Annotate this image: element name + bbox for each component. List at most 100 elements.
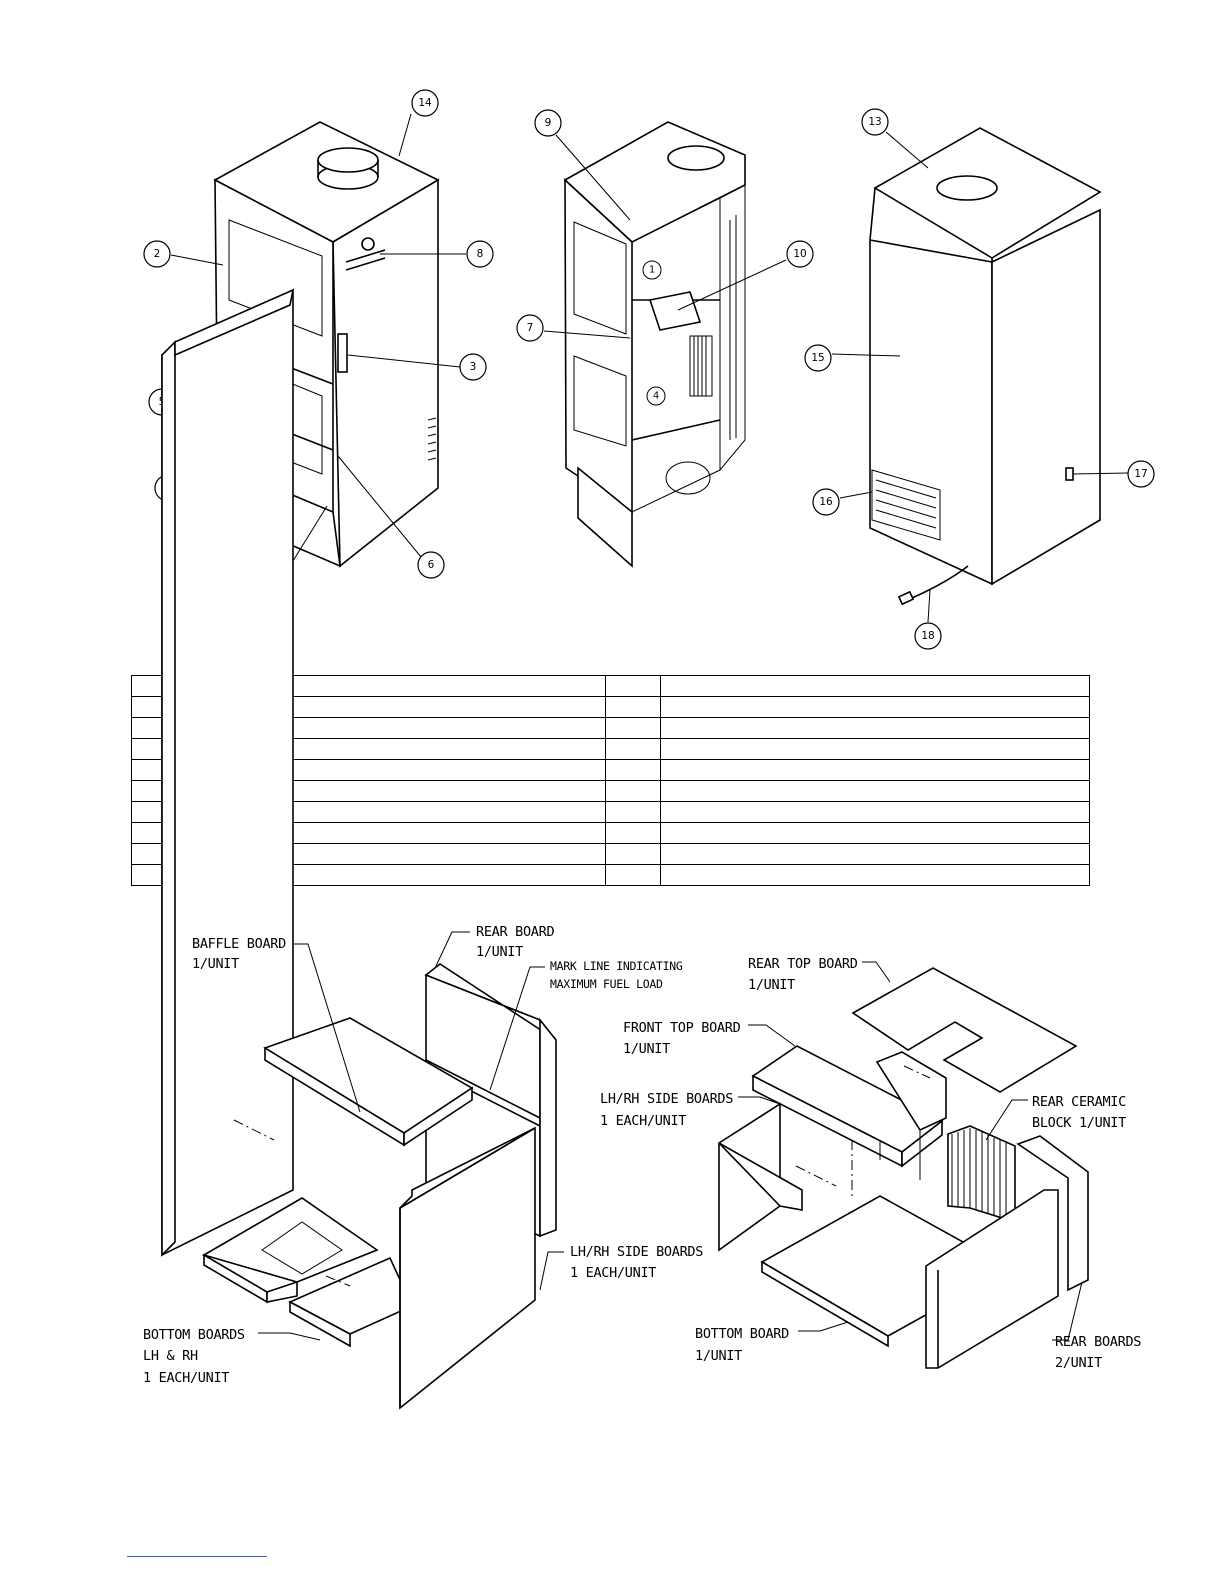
front-top-board-qty: 1/UNIT xyxy=(623,1041,670,1057)
callout-16-label: 16 xyxy=(819,496,833,508)
rear-boards-qty: 2/UNIT xyxy=(1055,1355,1102,1371)
stove-rear-view xyxy=(869,127,1102,606)
left-side-boards-label: LH/RH SIDE BOARDS xyxy=(570,1244,703,1260)
callout-8-label: 8 xyxy=(477,248,484,260)
table-cell xyxy=(167,864,606,886)
callout-8 xyxy=(466,240,494,268)
table-row xyxy=(131,843,1090,865)
table-cell xyxy=(131,759,168,781)
table-row xyxy=(131,780,1090,802)
callout-3-label: 3 xyxy=(470,361,477,373)
table-cell xyxy=(167,738,606,760)
table-cell xyxy=(660,675,1090,697)
table-cell xyxy=(131,675,168,697)
table-row xyxy=(131,738,1090,760)
callout-9 xyxy=(534,109,562,137)
table-cell xyxy=(131,843,168,865)
table-cell xyxy=(167,843,606,865)
stove-front-view xyxy=(213,121,440,568)
table-row xyxy=(131,717,1090,739)
table-cell xyxy=(605,675,661,697)
table-cell xyxy=(660,864,1090,886)
callout-14 xyxy=(411,89,439,117)
table-cell xyxy=(605,738,661,760)
table-cell xyxy=(660,843,1090,865)
table-cell xyxy=(605,759,661,781)
table-cell xyxy=(167,822,606,844)
callout-13-label: 13 xyxy=(868,116,881,128)
table-row xyxy=(131,759,1090,781)
callout-2-label: 2 xyxy=(154,248,161,260)
cutaway-label-1: 1 xyxy=(649,265,655,276)
table-row xyxy=(131,801,1090,823)
table-cell xyxy=(605,696,661,718)
callout-10-label: 10 xyxy=(793,248,806,260)
table-cell xyxy=(660,717,1090,739)
footer-link-underline xyxy=(127,1556,267,1557)
callout-16 xyxy=(812,488,840,516)
table-cell xyxy=(605,822,661,844)
callout-6-label: 6 xyxy=(428,559,435,571)
table-cell xyxy=(131,801,168,823)
bottom-boards-sides: LH & RH xyxy=(143,1348,198,1364)
callout-2 xyxy=(143,240,171,268)
table-cell xyxy=(131,780,168,802)
table-cell xyxy=(605,717,661,739)
rear-board-label: REAR BOARD xyxy=(476,924,554,940)
baffle-board-label: BAFFLE BOARD xyxy=(192,936,286,952)
parts-table xyxy=(131,675,1090,886)
rear-top-board-qty: 1/UNIT xyxy=(748,977,795,993)
rear-boards-label: REAR BOARDS xyxy=(1055,1334,1141,1350)
right-side-boards-qty: 1 EACH/UNIT xyxy=(600,1113,686,1129)
bottom-boards-qty: 1 EACH/UNIT xyxy=(143,1370,229,1386)
callout-7 xyxy=(516,314,544,342)
callout-17-label: 17 xyxy=(1134,468,1147,480)
baffle-board-qty: 1/UNIT xyxy=(192,956,239,972)
rear-board-qty: 1/UNIT xyxy=(476,944,523,960)
callout-18-label: 18 xyxy=(921,630,934,642)
table-cell xyxy=(167,675,606,697)
table-row xyxy=(131,864,1090,886)
bottom-board-label: BOTTOM BOARD xyxy=(695,1326,789,1342)
table-row xyxy=(131,675,1090,697)
table-cell xyxy=(605,864,661,886)
rear-top-board-label: REAR TOP BOARD xyxy=(748,956,858,972)
callout-14-label: 14 xyxy=(418,97,432,109)
callout-13 xyxy=(861,108,889,136)
rear-ceramic-block-qty: BLOCK 1/UNIT xyxy=(1032,1115,1126,1131)
callout-9-label: 9 xyxy=(545,117,552,129)
bottom-board-qty: 1/UNIT xyxy=(695,1348,742,1364)
table-row xyxy=(131,822,1090,844)
table-cell xyxy=(131,864,168,886)
table-cell xyxy=(660,759,1090,781)
stove-assembly-views: 1 4 xyxy=(143,89,1155,650)
front-top-board-label: FRONT TOP BOARD xyxy=(623,1020,741,1036)
table-cell xyxy=(167,696,606,718)
bottom-boards-label: BOTTOM BOARDS xyxy=(143,1327,245,1343)
table-cell xyxy=(660,822,1090,844)
callout-7-label: 7 xyxy=(527,322,534,334)
table-cell xyxy=(605,801,661,823)
table-cell xyxy=(131,717,168,739)
firebox-right-diagram xyxy=(718,961,1089,1369)
table-cell xyxy=(131,738,168,760)
table-cell xyxy=(167,717,606,739)
table-cell xyxy=(167,759,606,781)
table-cell xyxy=(131,696,168,718)
table-cell xyxy=(660,801,1090,823)
callout-6 xyxy=(417,551,445,579)
stove-cutaway-view: 1 4 xyxy=(563,121,746,568)
table-row xyxy=(131,696,1090,718)
left-side-boards-qty: 1 EACH/UNIT xyxy=(570,1265,656,1281)
callout-5-label: 5 xyxy=(159,396,166,408)
callout-11-label: 11 xyxy=(161,482,174,494)
rear-ceramic-block-label: REAR CERAMIC xyxy=(1032,1094,1126,1110)
table-cell xyxy=(660,780,1090,802)
callout-18 xyxy=(914,622,942,650)
table-cell xyxy=(131,822,168,844)
mark-line-label: MARK LINE INDICATING xyxy=(550,959,683,973)
callout-15-label: 15 xyxy=(811,352,824,364)
callout-15 xyxy=(804,344,832,372)
right-side-boards-label: LH/RH SIDE BOARDS xyxy=(600,1091,733,1107)
